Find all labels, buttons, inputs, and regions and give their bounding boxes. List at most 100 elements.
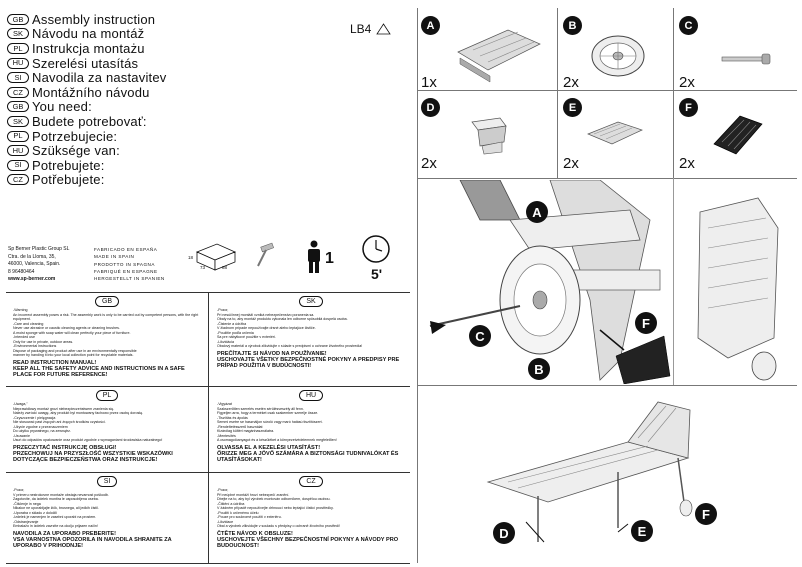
- title-text: Navodila za nastavitev: [32, 70, 167, 86]
- part-label-d: D: [421, 98, 440, 117]
- axle-pin-drawing: [721, 53, 771, 65]
- notice-language-badge: PL: [95, 390, 119, 401]
- part-qty-a: 1x: [421, 74, 437, 91]
- callout-c: C: [469, 325, 491, 347]
- box-icon: [195, 243, 237, 271]
- language-badge: SK: [7, 28, 29, 40]
- part-label-f: F: [679, 98, 698, 117]
- part-label-b: B: [563, 16, 582, 35]
- notice-warning: ČTĚTE NÁVOD K OBSLUZE! USCHOVEJTE VŠECHN…: [217, 530, 399, 550]
- divider: [673, 8, 674, 178]
- notice-hu: HU -Vigyázat Szakszerűtlen szerelés eset…: [212, 388, 410, 471]
- language-badge: HU: [7, 145, 29, 157]
- title-text: Budete potrebovať:: [32, 113, 147, 129]
- notice-si: SI -Pozor, V primeru nestrokovne montaže…: [8, 474, 206, 562]
- divider: [673, 178, 674, 385]
- language-badge: CZ: [7, 174, 29, 186]
- notice-warning: READ INSTRUCTION MANUAL! KEEP ALL THE SA…: [13, 359, 185, 379]
- foot-cap-e-drawing: [587, 121, 643, 145]
- callout-e: E: [631, 520, 653, 542]
- notice-language-badge: GB: [94, 296, 120, 307]
- divider: [208, 292, 209, 563]
- title-text: Montážního návodu: [32, 84, 150, 100]
- notice-language-badge: CZ: [299, 476, 323, 487]
- language-badge: GB: [7, 101, 29, 113]
- warning-triangle-icon: [376, 23, 392, 35]
- language-badge: SI: [7, 159, 29, 171]
- part-qty-f: 2x: [679, 155, 695, 172]
- wheel-assembly-drawing: [429, 180, 671, 384]
- notice-sk: SK -Pozor, Pri nesúčinnej montáži vzniká…: [212, 294, 410, 384]
- title-text: Potrebujete:: [32, 157, 105, 173]
- divider: [417, 8, 418, 563]
- part-qty-e: 2x: [563, 155, 579, 172]
- language-badge: CZ: [7, 86, 29, 98]
- notice-language-badge: SK: [299, 296, 323, 307]
- callout-f: F: [635, 312, 657, 334]
- notice-gb: GB -Warning An incorrect assembly poses …: [8, 294, 206, 384]
- company-line: Sp Berner Plastic Group SL: [8, 246, 70, 252]
- model-label: LB4: [350, 22, 372, 36]
- notice-cz: CZ -Pozor, Při neúplné montáži hrozí neb…: [212, 474, 410, 562]
- folded-chair-drawing: [697, 197, 779, 381]
- clock-icon: [362, 235, 390, 263]
- wheel-drawing: [591, 35, 645, 77]
- part-qty-d: 2x: [421, 155, 437, 172]
- notice-language-badge: HU: [298, 390, 324, 401]
- title-text: Assembly instruction: [32, 11, 156, 27]
- language-badge: HU: [7, 57, 29, 69]
- language-badge: GB: [7, 13, 29, 25]
- assembled-lounger-drawing: [486, 401, 693, 543]
- made-in-line: MADE IN SPAIN: [94, 254, 135, 260]
- company-info: Sp Berner Plastic Group SL Ctra. de la L…: [8, 246, 83, 284]
- part-label-a: A: [421, 16, 440, 35]
- hammer-icon: [257, 242, 274, 267]
- title-text: Instrukcja montażu: [32, 40, 145, 56]
- notice-body: -Uwaga," Nieprawidłowy montaż grozi nieb…: [13, 402, 163, 442]
- callout-a: A: [526, 201, 548, 223]
- title-text: You need:: [32, 99, 92, 115]
- language-badge: PL: [7, 130, 29, 142]
- divider: [417, 385, 797, 386]
- language-badge: SI: [7, 72, 29, 84]
- made-in-line: HERGESTELLT IN SPANIEN: [94, 276, 165, 282]
- notice-warning: NAVODILA ZA UPORABO PREBERITE! VSA VARNO…: [13, 530, 172, 550]
- callout-d: D: [493, 522, 515, 544]
- notice-warning: PRZECZYTAĆ INSTRUKCJĘ OBSŁUGI! PRZECHOWU…: [13, 444, 173, 464]
- callout-b: B: [528, 358, 550, 380]
- box-dim-width: 88: [222, 265, 228, 270]
- person-icon: [308, 240, 320, 273]
- part-qty-c: 2x: [679, 74, 695, 91]
- made-in-line: FABRIQUÉ EN ESPAGNE: [94, 268, 158, 274]
- divider: [417, 178, 797, 179]
- notice-warning: OLVASSA EL A KEZELÉSI UTASÍTÁST! ŐRIZZE …: [217, 444, 399, 464]
- title-text: Návodu na montáž: [32, 26, 145, 42]
- requirements-icons: 18 73 88 1 5': [185, 230, 410, 290]
- language-badge: PL: [7, 42, 29, 54]
- part-qty-b: 2x: [563, 74, 579, 91]
- notice-body: -Pozor, V primeru nestrokovne montaže ob…: [13, 488, 109, 528]
- divider: [6, 563, 410, 564]
- title-text: Potřebujete:: [32, 172, 105, 188]
- foot-cap-d-drawing: [471, 117, 507, 155]
- notice-body: -Pozor, Pri nesúčinnej montáži vzniká ne…: [217, 308, 363, 348]
- notice-pl: PL -Uwaga," Nieprawidłowy montaż grozi n…: [8, 388, 206, 471]
- notice-language-badge: SI: [96, 476, 118, 487]
- notice-body: -Vigyázat Szakszerűtlen szerelés esetén …: [217, 402, 337, 442]
- language-badge: SK: [7, 115, 29, 127]
- divider: [417, 90, 797, 91]
- company-line: 46000, Valencia, Spain.: [8, 261, 61, 267]
- made-in-line: PRODOTTO IN SPAGNA: [94, 261, 155, 267]
- title-text: Szüksége van:: [32, 143, 120, 159]
- part-label-c: C: [679, 16, 698, 35]
